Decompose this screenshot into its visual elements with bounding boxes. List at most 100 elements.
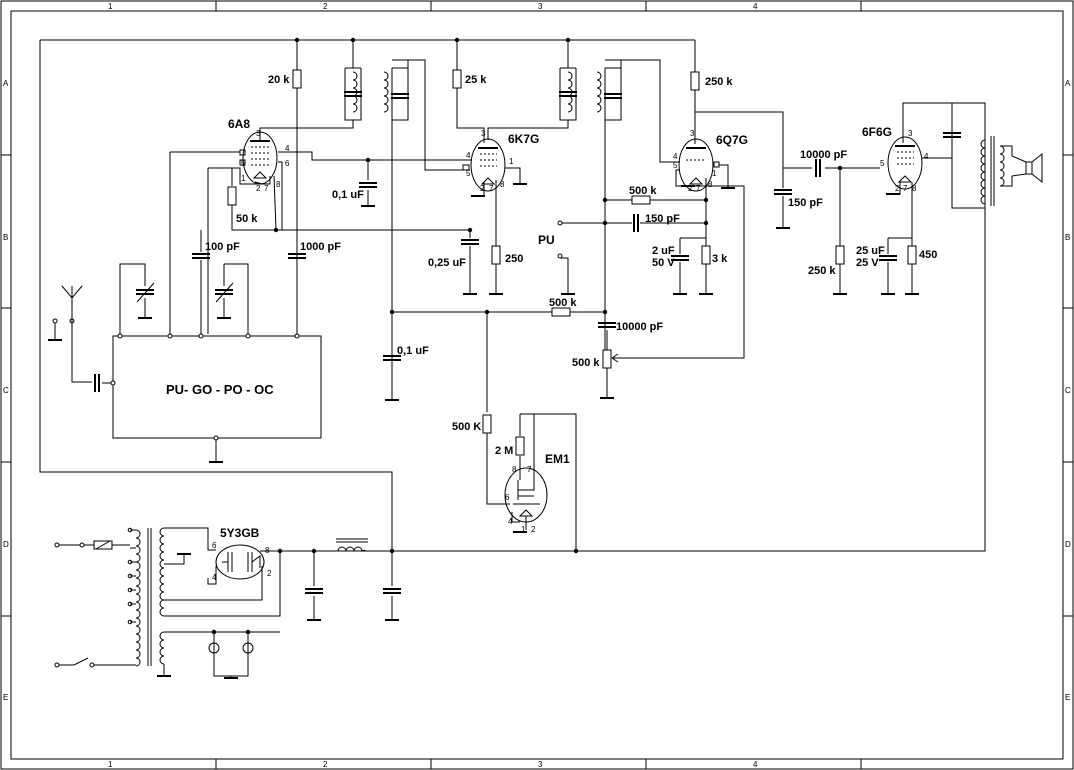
pin-6f6g-7: 7 <box>903 184 908 193</box>
antenna-icon <box>47 285 112 393</box>
grid-row-e-right: E <box>1065 693 1070 702</box>
label-c-2uf: 2 uF <box>652 245 675 257</box>
grid-col-2-bottom: 2 <box>323 760 328 769</box>
pin-6a8-5: 5 <box>241 159 246 168</box>
frame-grid-labels: 1 2 3 4 1 2 3 4 A B C D E A B C D E <box>3 2 1071 769</box>
label-pu-input: PU <box>538 233 555 247</box>
pin-em1-6: 6 <box>505 493 510 502</box>
label-c-1000pf: 1000 pF <box>300 241 341 253</box>
grid-row-c-right: C <box>1065 386 1071 395</box>
pin-6a8-6: 6 <box>285 159 290 168</box>
pin-6a8-1: 1 <box>241 174 246 183</box>
pin-6q7g-5: 5 <box>673 161 678 170</box>
label-r-20k: 20 k <box>268 74 290 86</box>
grid-row-b: B <box>3 233 8 242</box>
label-r-25k: 25 k <box>465 74 487 86</box>
capacitor-100pf <box>191 253 211 259</box>
pin-6f6g-3: 3 <box>908 129 913 138</box>
resistor-50k <box>227 186 237 206</box>
tube-6f6g <box>887 136 923 190</box>
pin-6f6g-4: 4 <box>924 152 929 161</box>
grid-col-1: 1 <box>108 2 113 11</box>
pin-6k7g-7: 7 <box>489 184 494 193</box>
tube-5y3gb <box>207 544 265 585</box>
label-tube-6a8: 6A8 <box>228 117 250 131</box>
label-r-250: 250 <box>505 253 523 265</box>
pin-6q7g-8: 8 <box>708 180 713 189</box>
filter-choke <box>336 538 368 552</box>
hv-rail-wiring <box>39 39 986 552</box>
grid-col-4-bottom: 4 <box>753 760 758 769</box>
pilot-lamps <box>208 629 254 679</box>
band-switch-box <box>110 333 322 463</box>
speaker-icon <box>1011 152 1043 184</box>
pin-em1-4: 4 <box>508 517 513 526</box>
resistor-250k-plate <box>690 71 700 91</box>
label-c-150pf-a: 150 pF <box>645 213 680 225</box>
pin-6k7g-2: 2 <box>480 184 485 193</box>
if-transformer-2 <box>487 59 680 356</box>
grid-row-e: E <box>3 693 8 702</box>
label-r-250k-plate: 250 k <box>705 76 733 88</box>
power-transformer <box>127 527 281 677</box>
pin-5y3gb-4: 4 <box>212 573 217 582</box>
label-c-150pf-b: 150 pF <box>788 197 823 209</box>
pin-em1-1: 1 <box>521 525 526 534</box>
capacitor-150pf-a <box>633 213 639 233</box>
pin-6q7g-7: 7 <box>696 184 701 193</box>
label-tube-em1: EM1 <box>545 452 570 466</box>
label-r-500k-b: 500 k <box>549 297 577 309</box>
pin-6k7g-4: 4 <box>466 151 471 160</box>
pin-6a8-4: 4 <box>285 144 290 153</box>
pin-em1-7: 7 <box>527 465 532 474</box>
resistor-3k <box>701 245 711 265</box>
pin-6q7g-2: 2 <box>688 184 693 193</box>
resistor-25k <box>452 69 462 89</box>
pin-5y3gb-2: 2 <box>267 569 272 578</box>
variable-capacitor-2 <box>200 263 249 334</box>
capacitor-10000pf-a <box>597 322 617 328</box>
variable-capacitor-1 <box>119 263 155 334</box>
grid-row-a-right: A <box>1065 79 1071 88</box>
label-r-450: 450 <box>919 249 937 261</box>
mains-input <box>54 540 136 668</box>
grid-col-2: 2 <box>323 2 328 11</box>
tube-6a8 <box>239 131 278 185</box>
pin-6f6g-5: 5 <box>880 159 885 168</box>
pin-6q7g-1: 1 <box>712 169 717 178</box>
grid-col-3: 3 <box>538 2 543 11</box>
capacitor-0-25uf <box>460 239 480 245</box>
pin-6a8-3: 3 <box>256 129 261 138</box>
pin-em1-2: 2 <box>531 525 536 534</box>
tube-6k7g <box>462 138 506 192</box>
label-r-50k: 50 k <box>236 213 258 225</box>
capacitor-filter-2 <box>382 588 402 594</box>
label-tube-5y3gb: 5Y3GB <box>220 526 260 540</box>
label-v-50: 50 V <box>652 257 675 269</box>
grid-row-d-right: D <box>1065 540 1071 549</box>
output-transformer <box>942 103 1013 209</box>
label-c-0-1uf-b: 0,1 uF <box>397 345 429 357</box>
grid-row-d: D <box>3 540 9 549</box>
pin-6k7g-8: 8 <box>500 180 505 189</box>
label-r-500k-a: 500 k <box>629 185 657 197</box>
label-c-10000pf-b: 10000 pF <box>800 149 847 161</box>
resistor-250 <box>491 245 501 265</box>
resistor-500k-b <box>551 307 571 317</box>
capacitor-0-1uf-a <box>358 182 378 188</box>
resistor-20k <box>292 69 302 89</box>
label-r-3k: 3 k <box>712 253 728 265</box>
label-c-0-1uf-a: 0,1 uF <box>332 189 364 201</box>
potentiometer-500k <box>602 349 612 369</box>
tube-em1 <box>504 467 548 530</box>
capacitor-150pf-b <box>773 189 793 195</box>
label-tube-6q7g: 6Q7G <box>716 133 748 147</box>
grid-row-c: C <box>3 386 9 395</box>
pin-5y3gb-6: 6 <box>212 541 217 550</box>
label-tube-6f6g: 6F6G <box>862 125 892 139</box>
pin-6k7g-1: 1 <box>509 157 514 166</box>
label-band-switch: PU- GO - PO - OC <box>166 382 274 397</box>
capacitor-10000pf-b <box>815 158 821 178</box>
